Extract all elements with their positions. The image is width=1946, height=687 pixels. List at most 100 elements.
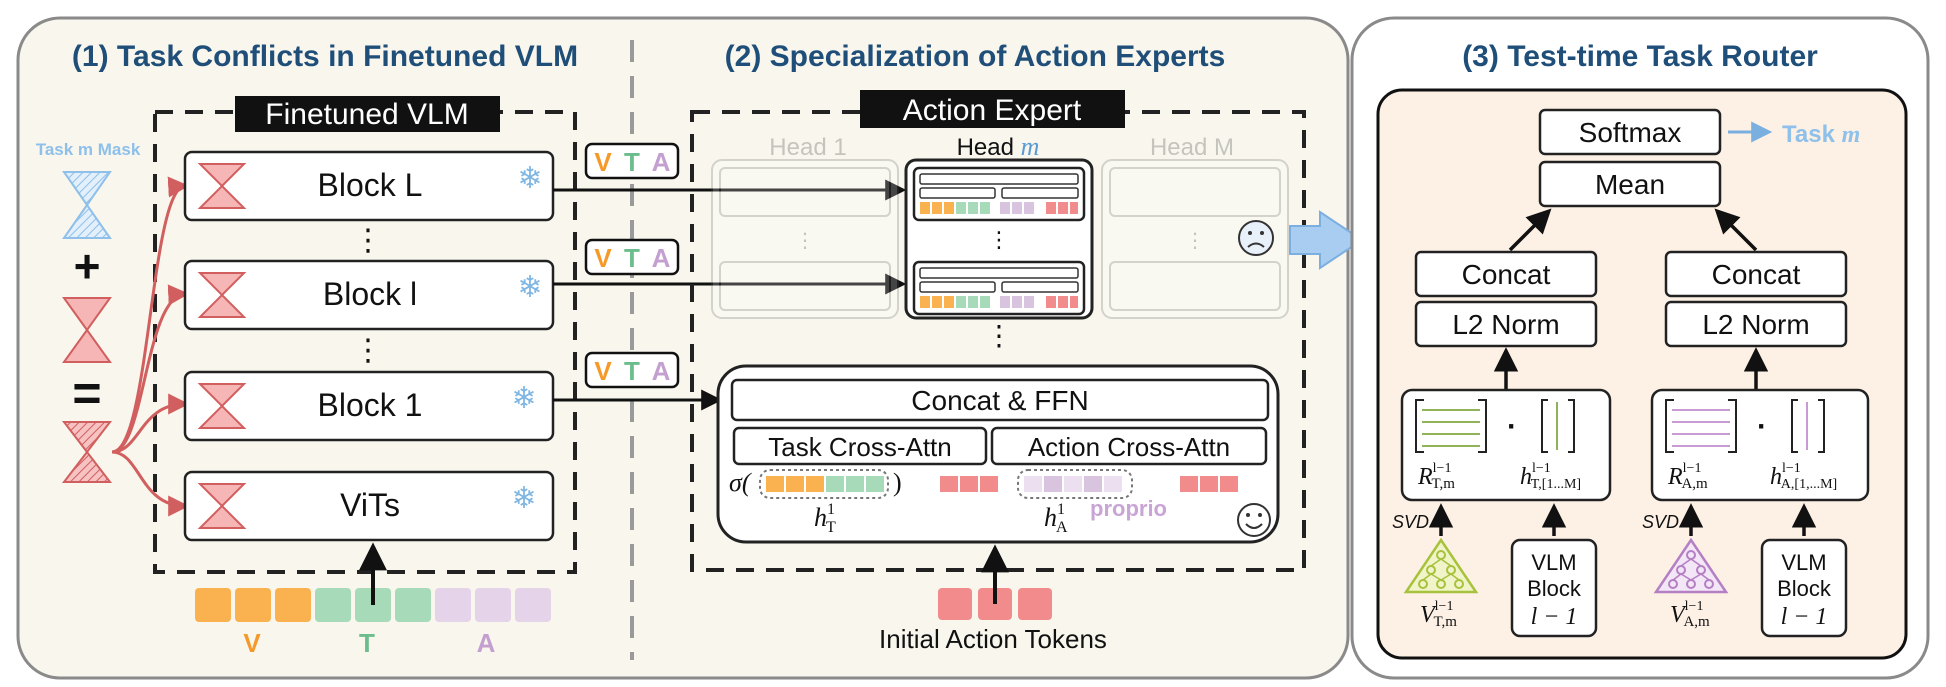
heads-dots: ⋮ [985, 320, 1013, 351]
svg-text:VLM: VLM [1781, 550, 1826, 575]
left-concat-node: Concat [1414, 250, 1598, 298]
svg-text:Head M: Head M [1150, 134, 1234, 161]
svg-text:⋮: ⋮ [988, 227, 1010, 252]
svg-text:Rl−1T,m: Rl−1T,m [1417, 461, 1455, 492]
block-L-label: Block L [318, 167, 423, 203]
token-label-v: V [243, 628, 261, 658]
svg-text:V: V [594, 147, 612, 177]
vlm-dots-1: ⋮ [353, 224, 383, 257]
network-green-icon [1403, 537, 1479, 594]
expert-detail-box: Concat & FFN Task Cross-Attn Action Cros… [716, 364, 1280, 544]
initial-action-tokens-label: Initial Action Tokens [879, 624, 1107, 654]
vlm-title-bg [235, 96, 500, 132]
action-tokens-a [940, 476, 998, 492]
panel-transition-arrow-icon [1289, 210, 1364, 270]
svg-text:Head m: Head m [957, 132, 1040, 161]
svg-text:A: A [652, 356, 671, 386]
svg-text:L2 Norm: L2 Norm [1702, 309, 1809, 340]
proprio-token-group [1017, 469, 1133, 499]
left-to-mean-arrow [1508, 208, 1552, 252]
svg-text:hl−1A,[1,...M]: hl−1A,[1,...M] [1770, 461, 1837, 492]
sigma-close: ) [893, 468, 902, 497]
svg-text:Head 1: Head 1 [769, 134, 846, 161]
input-tokens [195, 588, 551, 622]
mean-node: Mean [1538, 160, 1722, 208]
svg-text:Block: Block [1527, 576, 1582, 601]
svg-text:⋮: ⋮ [795, 230, 815, 252]
frozen-snowflake-icon: ❄ [517, 162, 542, 195]
equals-sign: = [72, 365, 101, 421]
vlm-dots-2: ⋮ [353, 334, 383, 367]
svg-text:T: T [624, 243, 640, 273]
svg-text:A: A [652, 147, 671, 177]
task-token-group [759, 469, 889, 499]
right-to-mean-arrow [1714, 208, 1758, 252]
svg-text:Mean: Mean [1595, 169, 1665, 200]
vta-badge-mid: V T A [584, 238, 680, 276]
svg-text:l − 1: l − 1 [1531, 604, 1578, 630]
router-box [1376, 88, 1908, 660]
action-tokens-b [1180, 476, 1238, 492]
svg-text:A: A [652, 243, 671, 273]
svg-text:T: T [624, 147, 640, 177]
block-1: Block 1 ❄ [183, 370, 555, 442]
head-1-faded: Head 1 ⋮ [711, 134, 899, 319]
token-label-t: T [359, 628, 375, 658]
head-M-faded: Head M ⋮ [1101, 134, 1289, 319]
vta-badge-bottom: V T A [584, 351, 680, 389]
block-l: Block l ❄ [183, 259, 555, 331]
token-label-a: A [477, 628, 496, 658]
panel-3-title: (3) Test-time Task Router [1462, 40, 1818, 73]
svg-text:·: · [1757, 410, 1767, 443]
plus-sign: + [74, 240, 101, 292]
panel-1-title: (1) Task Conflicts in Finetuned VLM [72, 40, 578, 73]
svg-text:l − 1: l − 1 [1781, 604, 1828, 630]
svg-text:VLM: VLM [1531, 550, 1576, 575]
svg-text:L2 Norm: L2 Norm [1452, 309, 1559, 340]
block-l-label: Block l [323, 276, 417, 312]
head-m: Head m ⋮ [904, 132, 1094, 320]
softmax-node: Softmax [1538, 108, 1722, 156]
right-concat-node: Concat [1664, 250, 1848, 298]
proprio-label: proprio [1090, 496, 1167, 521]
action-expert-title-bg [860, 90, 1125, 128]
mask-fan-arrows [111, 176, 190, 517]
task-cross-attn-label: Task Cross-Attn [768, 432, 952, 462]
block-1-label: Block 1 [318, 387, 423, 423]
proprio-tokens [1024, 476, 1122, 492]
svg-text:Block: Block [1777, 576, 1832, 601]
frozen-snowflake-icon: ❄ [511, 482, 536, 515]
svg-text:V: V [594, 356, 612, 386]
panel-left-background [16, 16, 1350, 680]
head-m-token-row-bottom [920, 296, 1078, 308]
left-svd-label: SVD [1392, 512, 1429, 532]
svg-text:hl−1T,[1...M]: hl−1T,[1...M] [1520, 461, 1581, 492]
happy-face-icon [1237, 503, 1271, 537]
frozen-snowflake-icon: ❄ [517, 271, 542, 304]
merged-hourglass-icon [61, 421, 113, 483]
svg-text:·: · [1507, 410, 1517, 443]
head-m-token-row-top [920, 202, 1078, 214]
svg-text:Softmax: Softmax [1579, 117, 1682, 148]
svg-text:V: V [594, 243, 612, 273]
action-expert-title: Action Expert [903, 94, 1082, 127]
block-L: Block L ❄ [183, 150, 555, 222]
left-vlm-block-node: VLM Block l − 1 [1510, 538, 1598, 638]
left-l2norm-node: L2 Norm [1414, 300, 1598, 348]
task-tokens [766, 476, 884, 492]
vta-badge-top: V T A [584, 142, 680, 180]
vits-label: ViTs [340, 487, 400, 523]
right-svd-label: SVD [1642, 512, 1679, 532]
frozen-snowflake-icon: ❄ [511, 382, 536, 415]
concat-ffn-label: Concat & FFN [911, 385, 1088, 416]
action-cross-attn-label: Action Cross-Attn [1028, 432, 1230, 462]
initial-action-tokens [938, 588, 1052, 620]
task-mask-label: Task m Mask [36, 140, 141, 159]
vlm-title: Finetuned VLM [265, 98, 468, 131]
